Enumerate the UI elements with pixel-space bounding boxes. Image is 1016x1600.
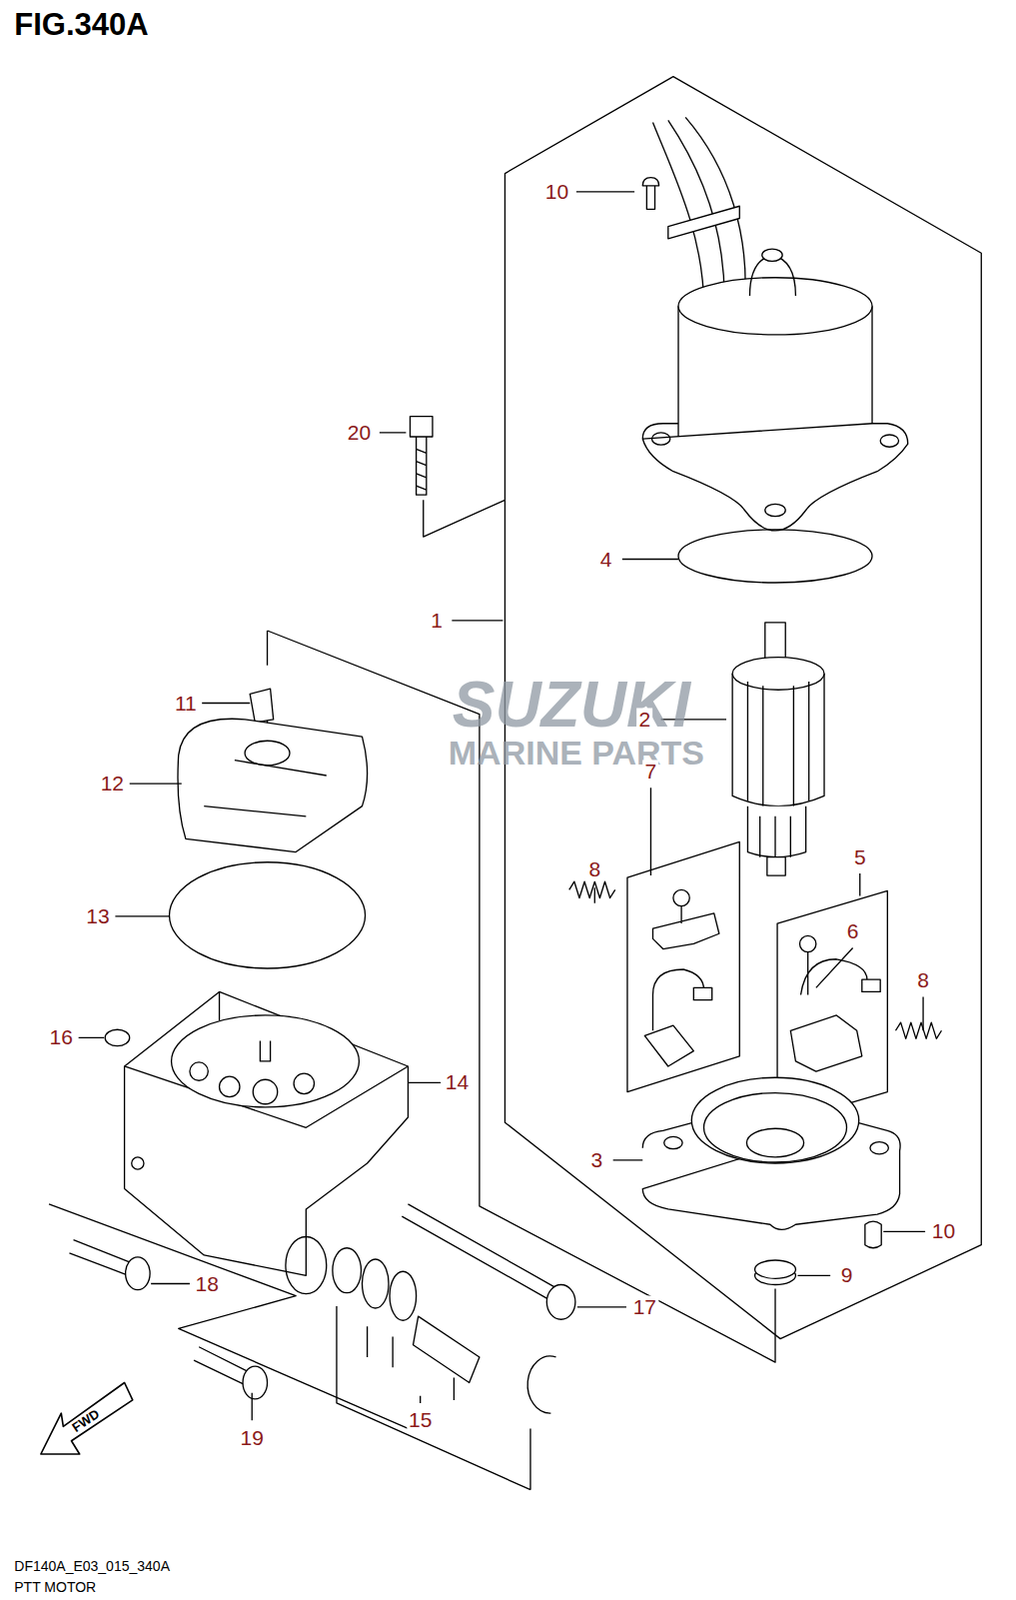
figure-title: FIG.340A [13, 7, 148, 42]
callout-number: 7 [643, 759, 660, 783]
drawing-code: DF140A_E03_015_340A [13, 1558, 170, 1574]
watermark: MARINE PARTS [448, 734, 705, 772]
watermark: SUZUKI [452, 668, 691, 739]
callout-number: 8 [586, 857, 603, 881]
callout-number: 20 [345, 420, 373, 444]
callout-number: 10 [930, 1219, 958, 1243]
callout-number: 15 [406, 1408, 434, 1432]
callout-number: 1 [428, 608, 445, 632]
callout-number: 11 [172, 691, 199, 715]
callout-number: 17 [631, 1294, 659, 1318]
callout-number: 9 [839, 1263, 856, 1287]
callout-number: 2 [636, 707, 653, 731]
callout-number: 18 [193, 1271, 221, 1295]
callout-number: 4 [598, 547, 615, 571]
callout-number: 12 [98, 772, 126, 796]
figure-caption: PTT MOTOR [13, 1579, 96, 1595]
callout-number: 8 [915, 969, 932, 993]
callout-number: 16 [47, 1025, 75, 1049]
callout-number: 3 [588, 1147, 605, 1171]
callout-number: 14 [443, 1070, 471, 1094]
callout-number: 13 [83, 904, 111, 928]
callout-number: 19 [238, 1425, 266, 1449]
callout-number: 5 [852, 845, 869, 869]
callout-number: 10 [543, 179, 571, 203]
callout-number: 6 [845, 920, 862, 944]
